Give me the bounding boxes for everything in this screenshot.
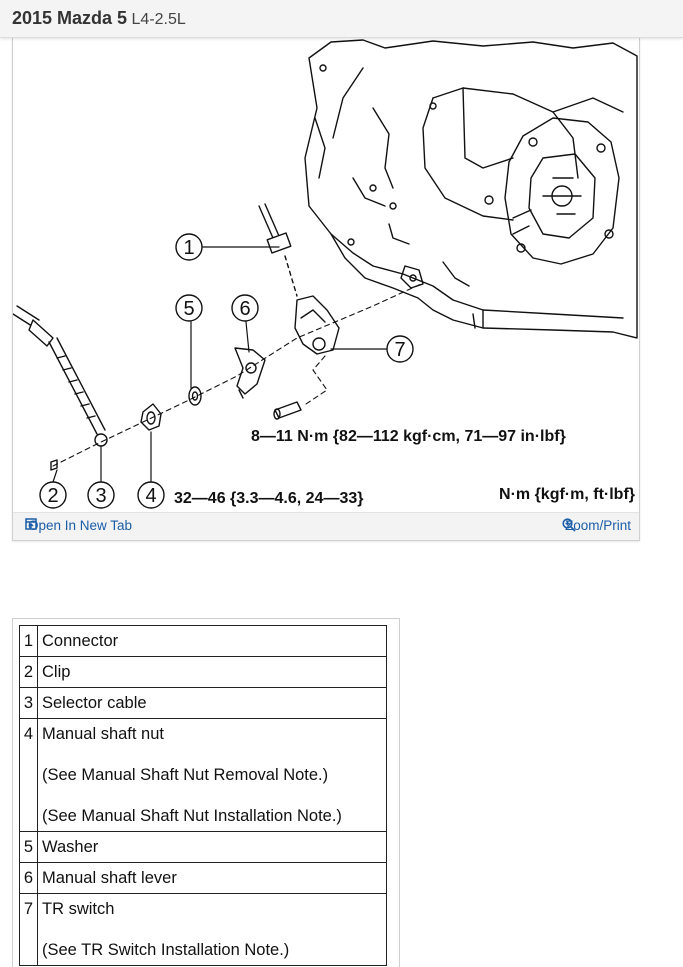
legend-number: 5 — [19, 831, 38, 863]
callout-4: 4 — [145, 485, 156, 507]
tr-switch-drawing — [294, 295, 340, 355]
zoom-print-label: Zoom/Print — [564, 518, 631, 533]
callout-7: 7 — [394, 339, 405, 361]
figure-toolbar: Open In New Tab Zoom/Print — [13, 512, 639, 540]
legend-label: Washer — [42, 838, 99, 856]
legend-number: 4 — [19, 718, 38, 832]
legend-number: 6 — [19, 862, 38, 894]
open-in-new-tab-link[interactable]: Open In New Tab — [25, 518, 132, 533]
legend-number: 3 — [19, 687, 38, 719]
connector-drawing — [258, 203, 298, 297]
manual-shaft-lever-drawing — [234, 347, 266, 399]
assembly-axis — [52, 283, 422, 467]
legend-number: 2 — [19, 656, 38, 688]
legend-description: Manual shaft nut (See Manual Shaft Nut Re… — [37, 718, 387, 832]
nut-drawing — [140, 403, 162, 431]
legend-note: (See Manual Shaft Nut Removal Note.) — [42, 766, 329, 784]
legend-description: Connector — [37, 625, 387, 657]
callout-5: 5 — [183, 298, 194, 320]
legend-number: 1 — [19, 625, 38, 657]
legend-label: Connector — [42, 632, 119, 650]
legend-description: Manual shaft lever — [37, 862, 387, 894]
open-in-new-tab-label: Open In New Tab — [28, 518, 133, 533]
zoom-print-link[interactable]: Zoom/Print — [562, 518, 631, 533]
callout-1: 1 — [183, 237, 194, 259]
legend-note: (See TR Switch Installation Note.) — [42, 941, 290, 959]
bolt-drawing — [273, 401, 302, 420]
leader-lines — [52, 246, 388, 483]
legend-description: Selector cable — [37, 687, 387, 719]
vehicle-title: 2015 Mazda 5 — [12, 8, 128, 28]
washer-drawing — [188, 386, 202, 406]
transaxle-case-drawing — [304, 39, 638, 339]
callout-2: 2 — [47, 485, 58, 507]
legend-label: Manual shaft nut — [42, 725, 164, 743]
diagram-card: 1 2 3 4 5 6 7 8—11 N·m {82—112 kgf·cm, 7… — [12, 38, 640, 541]
torque-units: N·m {kgf·m, ft·lbf} — [499, 486, 635, 503]
legend-description: TR switch (See TR Switch Installation Not… — [37, 893, 387, 966]
legend-label: Manual shaft lever — [42, 869, 177, 887]
legend-note: (See Manual Shaft Nut Installation Note.… — [42, 807, 342, 825]
page-header: 2015 Mazda 5 L4-2.5L — [0, 0, 683, 38]
legend-label: Selector cable — [42, 694, 147, 712]
torque-nut-spec: 32—46 {3.3—4.6, 24—33} — [174, 490, 363, 507]
callout-circles — [39, 233, 414, 509]
callout-3: 3 — [95, 485, 106, 507]
legend-label: TR switch — [42, 900, 115, 918]
transmission-diagram: 1 2 3 4 5 6 7 8—11 N·m {82—112 kgf·cm, 7… — [13, 39, 638, 509]
legend-description: Clip — [37, 656, 387, 688]
engine-label: L4-2.5L — [131, 11, 186, 28]
legend-number: 7 — [19, 893, 38, 966]
legend-description: Washer — [37, 831, 387, 863]
selector-cable-drawing — [13, 305, 108, 471]
callout-6: 6 — [239, 298, 250, 320]
torque-bolt-spec: 8—11 N·m {82—112 kgf·cm, 71—97 in·lbf} — [251, 428, 566, 445]
legend-label: Clip — [42, 663, 71, 681]
